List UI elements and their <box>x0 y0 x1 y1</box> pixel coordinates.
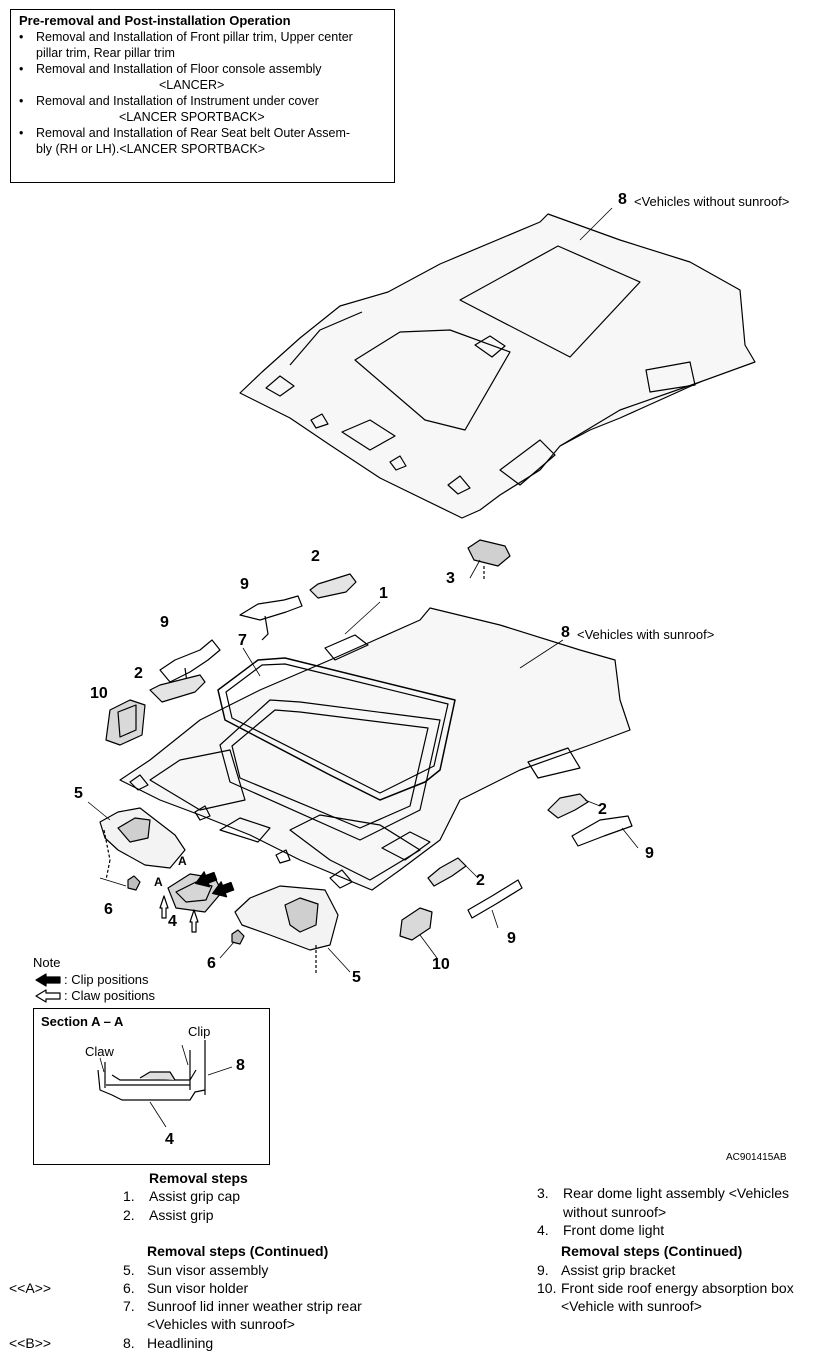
removal-steps-continued-header: Removal steps (Continued) <box>561 1243 743 1259</box>
figure-code: AC901415AB <box>726 1152 787 1163</box>
step-number: 2. <box>123 1207 135 1223</box>
item-line: <LANCER SPORTBACK> <box>119 109 265 124</box>
list-item: • Removal and Installation of Front pilla… <box>19 30 387 61</box>
weather-strip <box>217 657 456 801</box>
bullet-icon: • <box>19 30 24 44</box>
rear-dome-light <box>467 539 511 580</box>
pre-removal-box: Pre-removal and Post-installation Operat… <box>10 9 395 183</box>
step-number: 10. <box>537 1280 557 1296</box>
step-number: 1. <box>123 1188 135 1204</box>
section-marker-a: A <box>154 875 163 889</box>
step-text: without sunroof> <box>563 1204 667 1220</box>
callout-2: 2 <box>476 872 485 889</box>
item-line: Removal and Installation of Rear Seat be… <box>36 126 351 140</box>
callout-9: 9 <box>160 614 169 631</box>
step-text: Sun visor assembly <box>147 1262 269 1278</box>
step-text: Assist grip <box>149 1207 214 1223</box>
note-title: Note <box>33 955 61 970</box>
list-item: • Removal and Installation of Floor conso… <box>19 62 387 93</box>
item-line: Removal and Installation of Front pillar… <box>36 30 353 44</box>
callout-8-mid-note: <Vehicles with sunroof> <box>577 627 715 642</box>
callout-2: 2 <box>134 665 143 682</box>
section-clip-label: Clip <box>188 1024 211 1039</box>
sun-visor-right <box>234 885 339 975</box>
callout-8-top-note: <Vehicles without sunroof> <box>634 194 790 209</box>
callout-8-top: 8 <box>618 191 627 208</box>
callout-8-mid: 8 <box>561 624 570 641</box>
step-marker: <<B>> <box>9 1335 52 1351</box>
leader-lines <box>87 207 639 1128</box>
callout-9: 9 <box>645 845 654 862</box>
bullet-icon: • <box>19 126 24 140</box>
assist-grip-left <box>149 573 357 703</box>
step-text: <Vehicles with sunroof> <box>147 1316 295 1332</box>
assist-grip-right <box>427 793 589 887</box>
callout-10: 10 <box>90 685 108 702</box>
energy-absorption-box-right <box>399 907 433 941</box>
bullet-icon: • <box>19 62 24 76</box>
list-item: • Removal and Installation of Instrument … <box>19 94 387 125</box>
item-line: Removal and Installation of Floor consol… <box>36 62 322 76</box>
step-text: Front dome light <box>563 1222 665 1238</box>
removal-steps-header: Removal steps <box>149 1170 248 1186</box>
step-marker: <<A>> <box>9 1280 52 1296</box>
callout-2: 2 <box>311 548 320 565</box>
exploded-view-diagram <box>35 207 756 1128</box>
section-callout-8: 8 <box>236 1057 245 1074</box>
step-text: Assist grip bracket <box>561 1262 676 1278</box>
step-text: Rear dome light assembly <Vehicles <box>563 1185 790 1201</box>
energy-absorption-box-left <box>105 699 146 746</box>
step-text: Sunroof lid inner weather strip rear <box>147 1298 362 1314</box>
clip-arrow-icon <box>35 871 235 987</box>
callout-6: 6 <box>104 901 113 918</box>
step-text: Front side roof energy absorption box <box>561 1280 794 1296</box>
step-text: <Vehicle with sunroof> <box>561 1298 702 1314</box>
callout-10: 10 <box>432 956 450 973</box>
headlining-with-sunroof <box>119 607 631 891</box>
section-callout-4: 4 <box>165 1131 174 1148</box>
sun-visor-holder-left <box>127 875 141 891</box>
pre-removal-list: • Removal and Installation of Front pilla… <box>19 30 387 158</box>
callout-4: 4 <box>168 913 177 930</box>
sun-visor-left <box>99 807 186 881</box>
step-number: 9. <box>537 1262 549 1278</box>
step-text: Assist grip cap <box>149 1188 241 1204</box>
item-line: bly (RH or LH).<LANCER SPORTBACK> <box>36 141 265 156</box>
step-number: 5. <box>123 1262 135 1278</box>
headlining-without-sunroof <box>239 213 756 519</box>
sun-visor-holder-right <box>231 929 245 945</box>
step-number: 7. <box>123 1298 135 1314</box>
note-claw-label: : Claw positions <box>64 988 156 1003</box>
step-text: Sun visor holder <box>147 1280 249 1296</box>
assist-grip-bracket-right <box>467 815 633 919</box>
step-number: 6. <box>123 1280 135 1296</box>
callout-7: 7 <box>238 632 247 649</box>
callout-1: 1 <box>379 585 388 602</box>
section-a-a-drawing <box>97 1040 206 1101</box>
section-claw-label: Claw <box>85 1044 114 1059</box>
step-number: 3. <box>537 1185 549 1201</box>
item-line: <LANCER> <box>159 77 225 92</box>
section-title: Section A – A <box>41 1014 124 1029</box>
callout-3: 3 <box>446 570 455 587</box>
callout-5: 5 <box>74 785 83 802</box>
step-number: 4. <box>537 1222 549 1238</box>
callout-5: 5 <box>352 969 361 986</box>
callout-9: 9 <box>507 930 516 947</box>
note-clip-label: : Clip positions <box>64 972 149 987</box>
removal-steps-continued-header: Removal steps (Continued) <box>147 1243 329 1259</box>
callout-2: 2 <box>598 801 607 818</box>
pre-removal-title: Pre-removal and Post-installation Operat… <box>19 13 291 28</box>
step-number: 8. <box>123 1335 135 1351</box>
section-a-a-box: Section A – A Clip Claw 8 4 <box>33 1008 270 1165</box>
list-item: • Removal and Installation of Rear Seat b… <box>19 126 387 157</box>
claw-arrow-icon <box>35 895 199 1003</box>
callout-6: 6 <box>207 955 216 972</box>
section-marker-a: A <box>178 854 187 868</box>
item-line: Removal and Installation of Instrument u… <box>36 94 319 108</box>
step-text: Headlining <box>147 1335 214 1351</box>
item-line: pillar trim, Rear pillar trim <box>36 45 175 60</box>
bullet-icon: • <box>19 94 24 108</box>
callout-9: 9 <box>240 576 249 593</box>
